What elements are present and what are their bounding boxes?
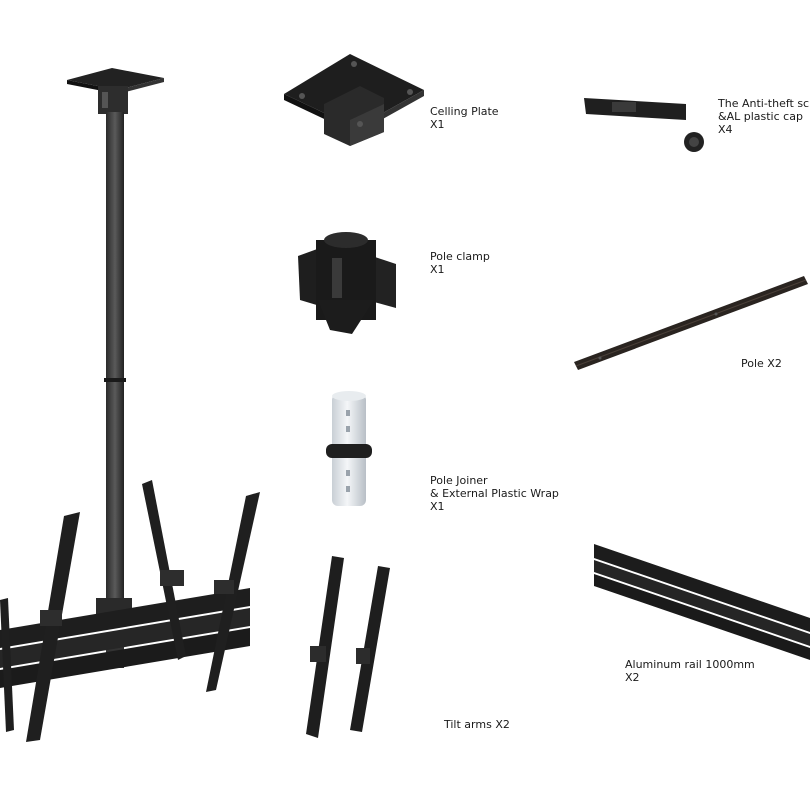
ceiling-plate-name: Celling Plate	[430, 105, 499, 118]
pole-joiner-name-line2: & External Plastic Wrap	[430, 487, 559, 500]
aluminum-rail-label: Aluminum rail 1000mm X2	[625, 658, 755, 684]
pole-name: Pole X2	[741, 357, 782, 370]
tilt-arms-label: Tilt arms X2	[444, 718, 510, 731]
pole-image	[574, 276, 808, 370]
anti-theft-screw-image	[584, 98, 704, 152]
pole-clamp-name: Pole clamp	[430, 250, 490, 263]
aluminum-rail-qty: X2	[625, 671, 640, 684]
pole-joiner-image	[326, 391, 372, 506]
anti-theft-label: The Anti-theft sc &AL plastic cap X4	[718, 97, 809, 136]
ceiling-plate-image	[284, 54, 424, 146]
tilt-arms-name: Tilt arms X2	[444, 718, 510, 731]
assembled-mount-image	[0, 68, 260, 742]
pole-clamp-label: Pole clamp X1	[430, 250, 490, 276]
pole-joiner-qty: X1	[430, 500, 445, 513]
tilt-arms-image	[306, 556, 390, 738]
pole-clamp-qty: X1	[430, 263, 445, 276]
aluminum-rail-name: Aluminum rail 1000mm	[625, 658, 755, 671]
anti-theft-qty: X4	[718, 123, 733, 136]
pole-label: Pole X2	[741, 357, 782, 370]
ceiling-plate-qty: X1	[430, 118, 445, 131]
ceiling-plate-label: Celling Plate X1	[430, 105, 499, 131]
anti-theft-name-line1: The Anti-theft sc	[718, 97, 810, 110]
pole-joiner-name-line1: Pole Joiner	[430, 474, 488, 487]
pole-joiner-label: Pole Joiner & External Plastic Wrap X1	[430, 474, 559, 513]
pole-clamp-image	[298, 232, 396, 334]
anti-theft-name-line2: &AL plastic cap	[718, 110, 803, 123]
aluminum-rail-image	[594, 544, 810, 660]
